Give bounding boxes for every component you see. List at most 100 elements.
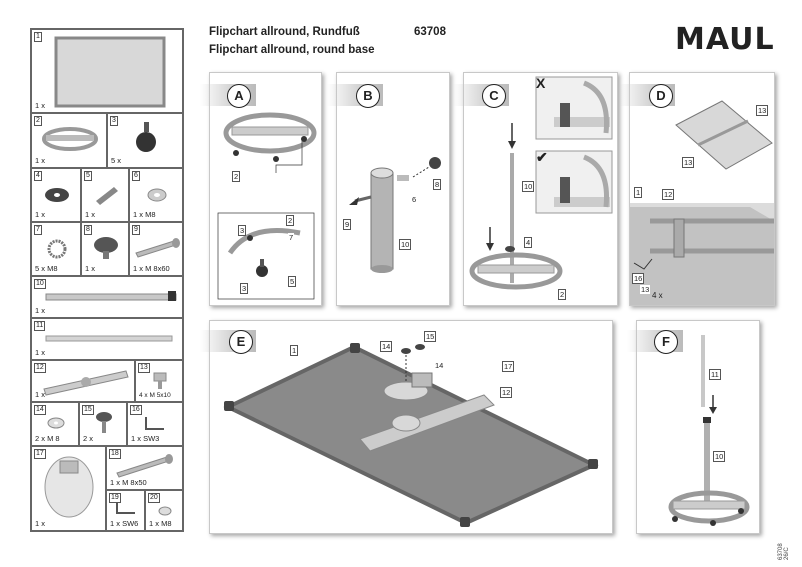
washer-icon xyxy=(45,188,69,202)
part-17: 17 1 x xyxy=(31,446,106,531)
part-number: 20 xyxy=(148,493,160,503)
part-number: 19 xyxy=(109,493,121,503)
hex-key-icon xyxy=(145,417,164,430)
step-a-illustration xyxy=(217,112,317,300)
brand-logo: MAUL xyxy=(675,22,775,57)
part-quantity: 4 x M 5x10 xyxy=(139,392,171,399)
clamp-knob-icon xyxy=(96,412,112,433)
callout: 3 xyxy=(238,225,247,236)
callout: 5 xyxy=(288,276,297,287)
part-7: 7 5 x M8 xyxy=(31,222,81,276)
part-2: 2 1 x xyxy=(31,113,107,168)
screw-icon xyxy=(153,372,167,389)
rail-icon xyxy=(43,370,129,396)
callout: 13 xyxy=(640,285,651,294)
knob-icon xyxy=(94,237,118,259)
callout: 14 xyxy=(434,361,445,370)
part-quantity: 1 x xyxy=(85,264,96,273)
part-number: 14 xyxy=(34,405,46,415)
part-number: 17 xyxy=(34,449,46,459)
part-quantity: 5 x xyxy=(111,156,122,165)
part-number: 12 xyxy=(34,363,46,373)
round-base-icon xyxy=(42,127,98,151)
step-d-panel: 13 13 1 12 16 13 4 x xyxy=(629,72,775,306)
part-number: 3 xyxy=(110,116,118,126)
part-quantity: 1 x SW6 xyxy=(110,519,139,528)
callout: 9 xyxy=(343,219,352,230)
callout: 14 xyxy=(380,341,393,352)
quantity-text: 4 x xyxy=(652,291,663,300)
small-nut-icon xyxy=(158,506,172,516)
callout: 7 xyxy=(288,233,295,242)
long-bolt-icon xyxy=(116,454,173,478)
part-8: 8 1 x xyxy=(81,222,129,276)
board-icon xyxy=(54,36,166,108)
part-13: 13 4 x M 5x10 xyxy=(135,360,183,402)
callout: 13 xyxy=(682,157,695,168)
part-quantity: 1 x xyxy=(35,210,46,219)
step-c-badge: C xyxy=(482,84,506,108)
part-16: 16 1 x SW3 xyxy=(127,402,183,446)
callout: 10 xyxy=(713,451,726,462)
title-german: Flipchart allround, Rundfuß xyxy=(209,26,360,38)
part-20: 20 1 x M8 xyxy=(145,490,183,531)
step-b-illustration xyxy=(349,157,441,273)
part-quantity: 1 x M8 xyxy=(149,519,172,528)
part-14: 14 2 x M 8 xyxy=(31,402,79,446)
caster-icon xyxy=(136,122,156,152)
callout: 4 xyxy=(524,237,533,248)
part-quantity: 1 x SW3 xyxy=(131,434,160,443)
callout: 11 xyxy=(709,369,721,380)
part-quantity: 2 x xyxy=(83,434,94,443)
part-number: 4 xyxy=(34,171,42,181)
step-f-badge: F xyxy=(654,330,678,354)
part-number: 15 xyxy=(82,405,94,415)
part-quantity: 1 x M8 xyxy=(133,210,156,219)
part-18: 18 1 x M 8x50 xyxy=(106,446,183,490)
part-1: 1 1 x xyxy=(31,29,183,113)
document-code: 63708 26/C xyxy=(778,543,790,560)
step-f-panel: 11 10 xyxy=(636,320,760,534)
callout: 13 xyxy=(756,105,769,116)
callout: 10 xyxy=(522,181,535,192)
part-number: 5 xyxy=(84,171,92,181)
part-number: 10 xyxy=(34,279,46,289)
callout: 6 xyxy=(411,195,418,204)
part-3: 3 5 x xyxy=(107,113,183,168)
step-e-panel: 1 14 15 14 17 12 xyxy=(209,320,613,534)
part-quantity: 5 x M8 xyxy=(35,264,58,273)
parts-list: 1 1 x 2 1 x 3 5 x 4 1 x 5 1 x 6 1 x M8 7… xyxy=(30,28,184,532)
plate-icon xyxy=(96,187,118,205)
part-quantity: 1 x M 8x50 xyxy=(110,478,147,487)
part-number: 16 xyxy=(130,405,142,415)
part-number: 6 xyxy=(132,171,140,181)
part-10: 10 1 x xyxy=(31,276,183,318)
callout: 17 xyxy=(502,361,515,372)
callout: 3 xyxy=(240,283,249,294)
part-number: 8 xyxy=(84,225,92,235)
part-number: 13 xyxy=(138,363,150,373)
callout: 16 xyxy=(632,273,645,284)
callout: 1 xyxy=(290,345,299,356)
callout: 2 xyxy=(232,171,241,182)
step-e-illustration xyxy=(223,343,599,527)
check-mark-icon: ✔ xyxy=(536,149,548,165)
part-quantity: 2 x M 8 xyxy=(35,434,60,443)
step-c-illustration xyxy=(469,76,613,290)
rod-icon xyxy=(45,335,173,342)
hex-key-large-icon xyxy=(116,503,135,514)
bolt-icon xyxy=(135,238,180,258)
part-quantity: 1 x xyxy=(85,210,96,219)
callout: 10 xyxy=(399,239,412,250)
part-quantity: 1 x M 8x60 xyxy=(133,264,170,273)
part-11: 11 1 x xyxy=(31,318,183,360)
part-number: 11 xyxy=(34,321,46,331)
step-a-badge: A xyxy=(227,84,251,108)
part-quantity: 1 x xyxy=(35,156,46,165)
part-19: 19 1 x SW6 xyxy=(106,490,145,531)
part-quantity: 1 x xyxy=(35,306,46,315)
callout: 12 xyxy=(500,387,513,398)
holder-disc-icon xyxy=(44,456,94,518)
lock-washer-icon xyxy=(47,239,67,259)
wrong-mark-icon: X xyxy=(536,75,546,91)
